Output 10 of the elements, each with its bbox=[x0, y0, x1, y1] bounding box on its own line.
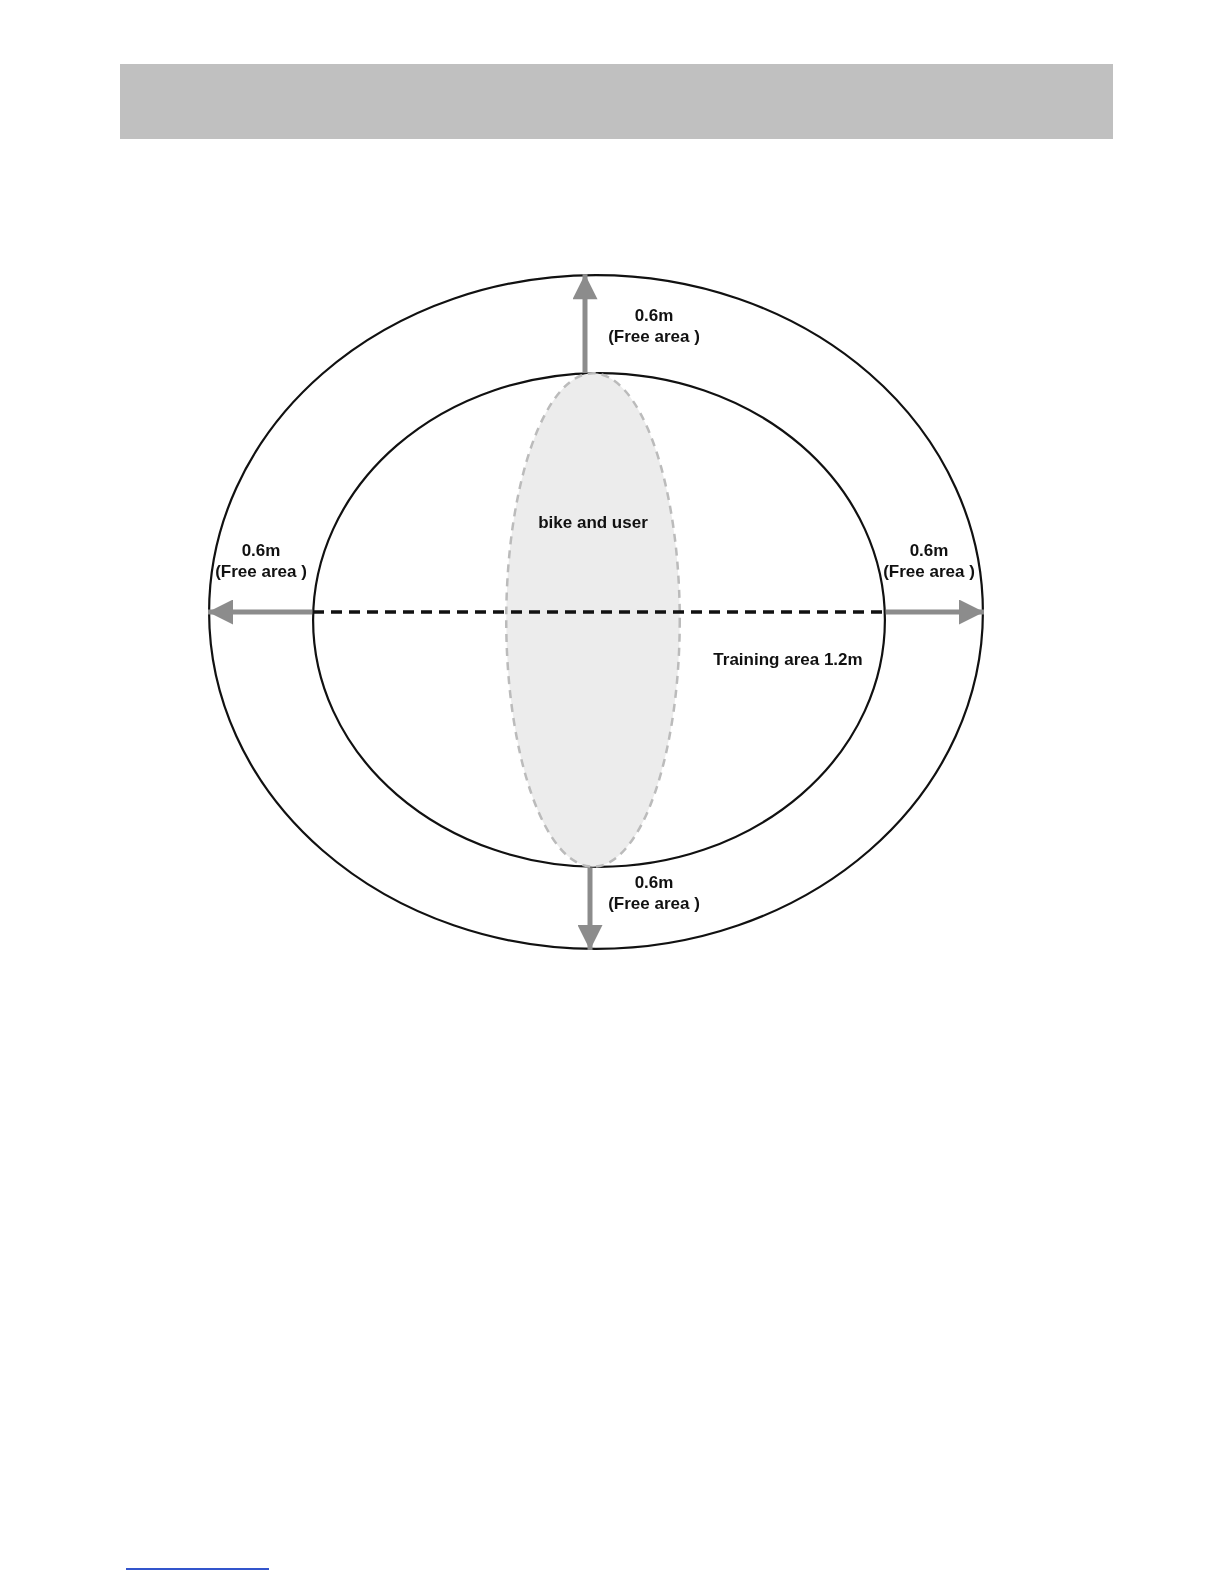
edge-label: 0.6m (Free area ) bbox=[882, 540, 976, 582]
edge-label: 0.6m (Free area ) bbox=[214, 540, 308, 582]
dimension-label: Training area 1.2m bbox=[712, 649, 864, 670]
arrow bbox=[577, 867, 603, 950]
edge-label: 0.6m (Free area ) bbox=[607, 305, 701, 347]
arrow bbox=[885, 599, 984, 625]
edge-label: 0.6m (Free area ) bbox=[607, 872, 701, 914]
area-label: bike and user bbox=[537, 512, 649, 533]
arrow bbox=[208, 599, 313, 625]
arrow bbox=[572, 274, 598, 374]
